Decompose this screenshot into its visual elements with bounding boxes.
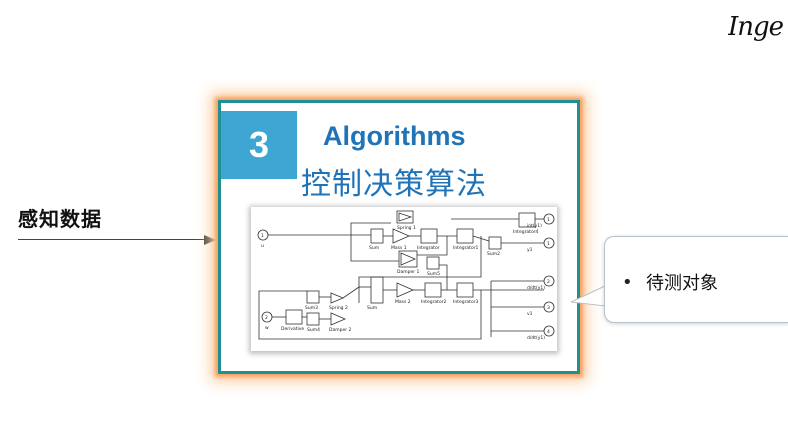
- block-label-integrator: Integrator: [417, 245, 440, 251]
- block-label-derivative: Derivative: [281, 326, 304, 332]
- port-label-1: 1: [261, 233, 264, 239]
- out-label-3: 3: [547, 305, 550, 311]
- logo: Inge: [728, 12, 784, 42]
- input-arrow-line: [18, 239, 206, 240]
- card-title-en: Algorithms: [323, 121, 466, 151]
- input-label: 感知数据: [18, 207, 102, 231]
- callout-box: [604, 236, 788, 323]
- port-label-u: u: [261, 244, 264, 249]
- out-name-y1: y1: [527, 247, 533, 253]
- arrow-right-icon: [204, 235, 216, 245]
- block-label-sum4: Sum4: [307, 327, 320, 333]
- block-label-sum3: Sum3: [305, 305, 318, 311]
- block-label-mass1: Mass 1: [391, 245, 407, 251]
- block-diagram-svg: 1 u 2 w 1 1 2 3 4 Spring 1 Sum Mass 1 In…: [257, 210, 555, 341]
- block-label-sum5: Sum5: [427, 271, 440, 277]
- block-label-mass2: Mass 2: [395, 299, 411, 305]
- out-label-1b: 1: [547, 241, 550, 247]
- block-label-integrator4: Integrator4: [513, 229, 539, 235]
- out-name-v1: v1: [527, 311, 533, 317]
- port-label-w: w: [265, 326, 269, 331]
- out-label-2: 2: [547, 279, 550, 285]
- step-number-badge: 3: [221, 111, 297, 179]
- algorithm-card: 3 Algorithms 控制决策算法: [218, 100, 580, 374]
- block-label-integrator1: Integrator1: [453, 245, 479, 251]
- block-label-sum: Sum: [369, 245, 379, 251]
- block-label-damper1: Damper 1: [397, 269, 420, 275]
- card-title-cn: 控制决策算法: [301, 167, 487, 202]
- block-label-integrator2: Integrator2: [421, 299, 447, 305]
- block-label-damper2: Damper 2: [329, 327, 352, 333]
- block-label-spring1: Spring 1: [397, 225, 416, 231]
- out-name-dy1: d/dt(y1): [527, 285, 545, 291]
- out-name-dy1-b: d/dt(y1): [527, 335, 545, 341]
- out-name-int-y1: int(y1): [527, 223, 542, 229]
- block-label-integrator3: Integrator3: [453, 299, 479, 305]
- block-label-sum1: Sum: [367, 305, 377, 311]
- control-block-diagram: 1 u 2 w 1 1 2 3 4 Spring 1 Sum Mass 1 In…: [251, 207, 557, 351]
- out-label-1a: 1: [547, 217, 550, 223]
- block-label-spring2: Spring 2: [329, 305, 348, 311]
- callout-pointer: [571, 285, 607, 307]
- out-label-4: 4: [547, 329, 550, 335]
- block-label-sum2: Sum2: [487, 251, 500, 257]
- bullet-icon: •: [622, 272, 633, 293]
- port-label-2: 2: [265, 315, 268, 321]
- callout-text: 待测对象: [646, 273, 718, 294]
